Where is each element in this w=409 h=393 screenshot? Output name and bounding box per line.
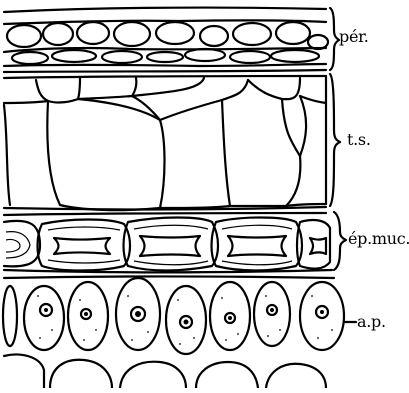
testa-layer [4, 76, 326, 210]
label-aleurone: a.p. [357, 312, 386, 331]
label-braces [330, 8, 356, 322]
label-mucilage-epidermis: ép.muc. [348, 229, 409, 248]
mucilage-epidermis-layer [4, 213, 332, 272]
pericarp-layer [4, 8, 328, 72]
label-pericarp: pér. [339, 27, 369, 46]
aleurone-layer [3, 277, 344, 389]
label-testa: t.s. [347, 130, 371, 149]
